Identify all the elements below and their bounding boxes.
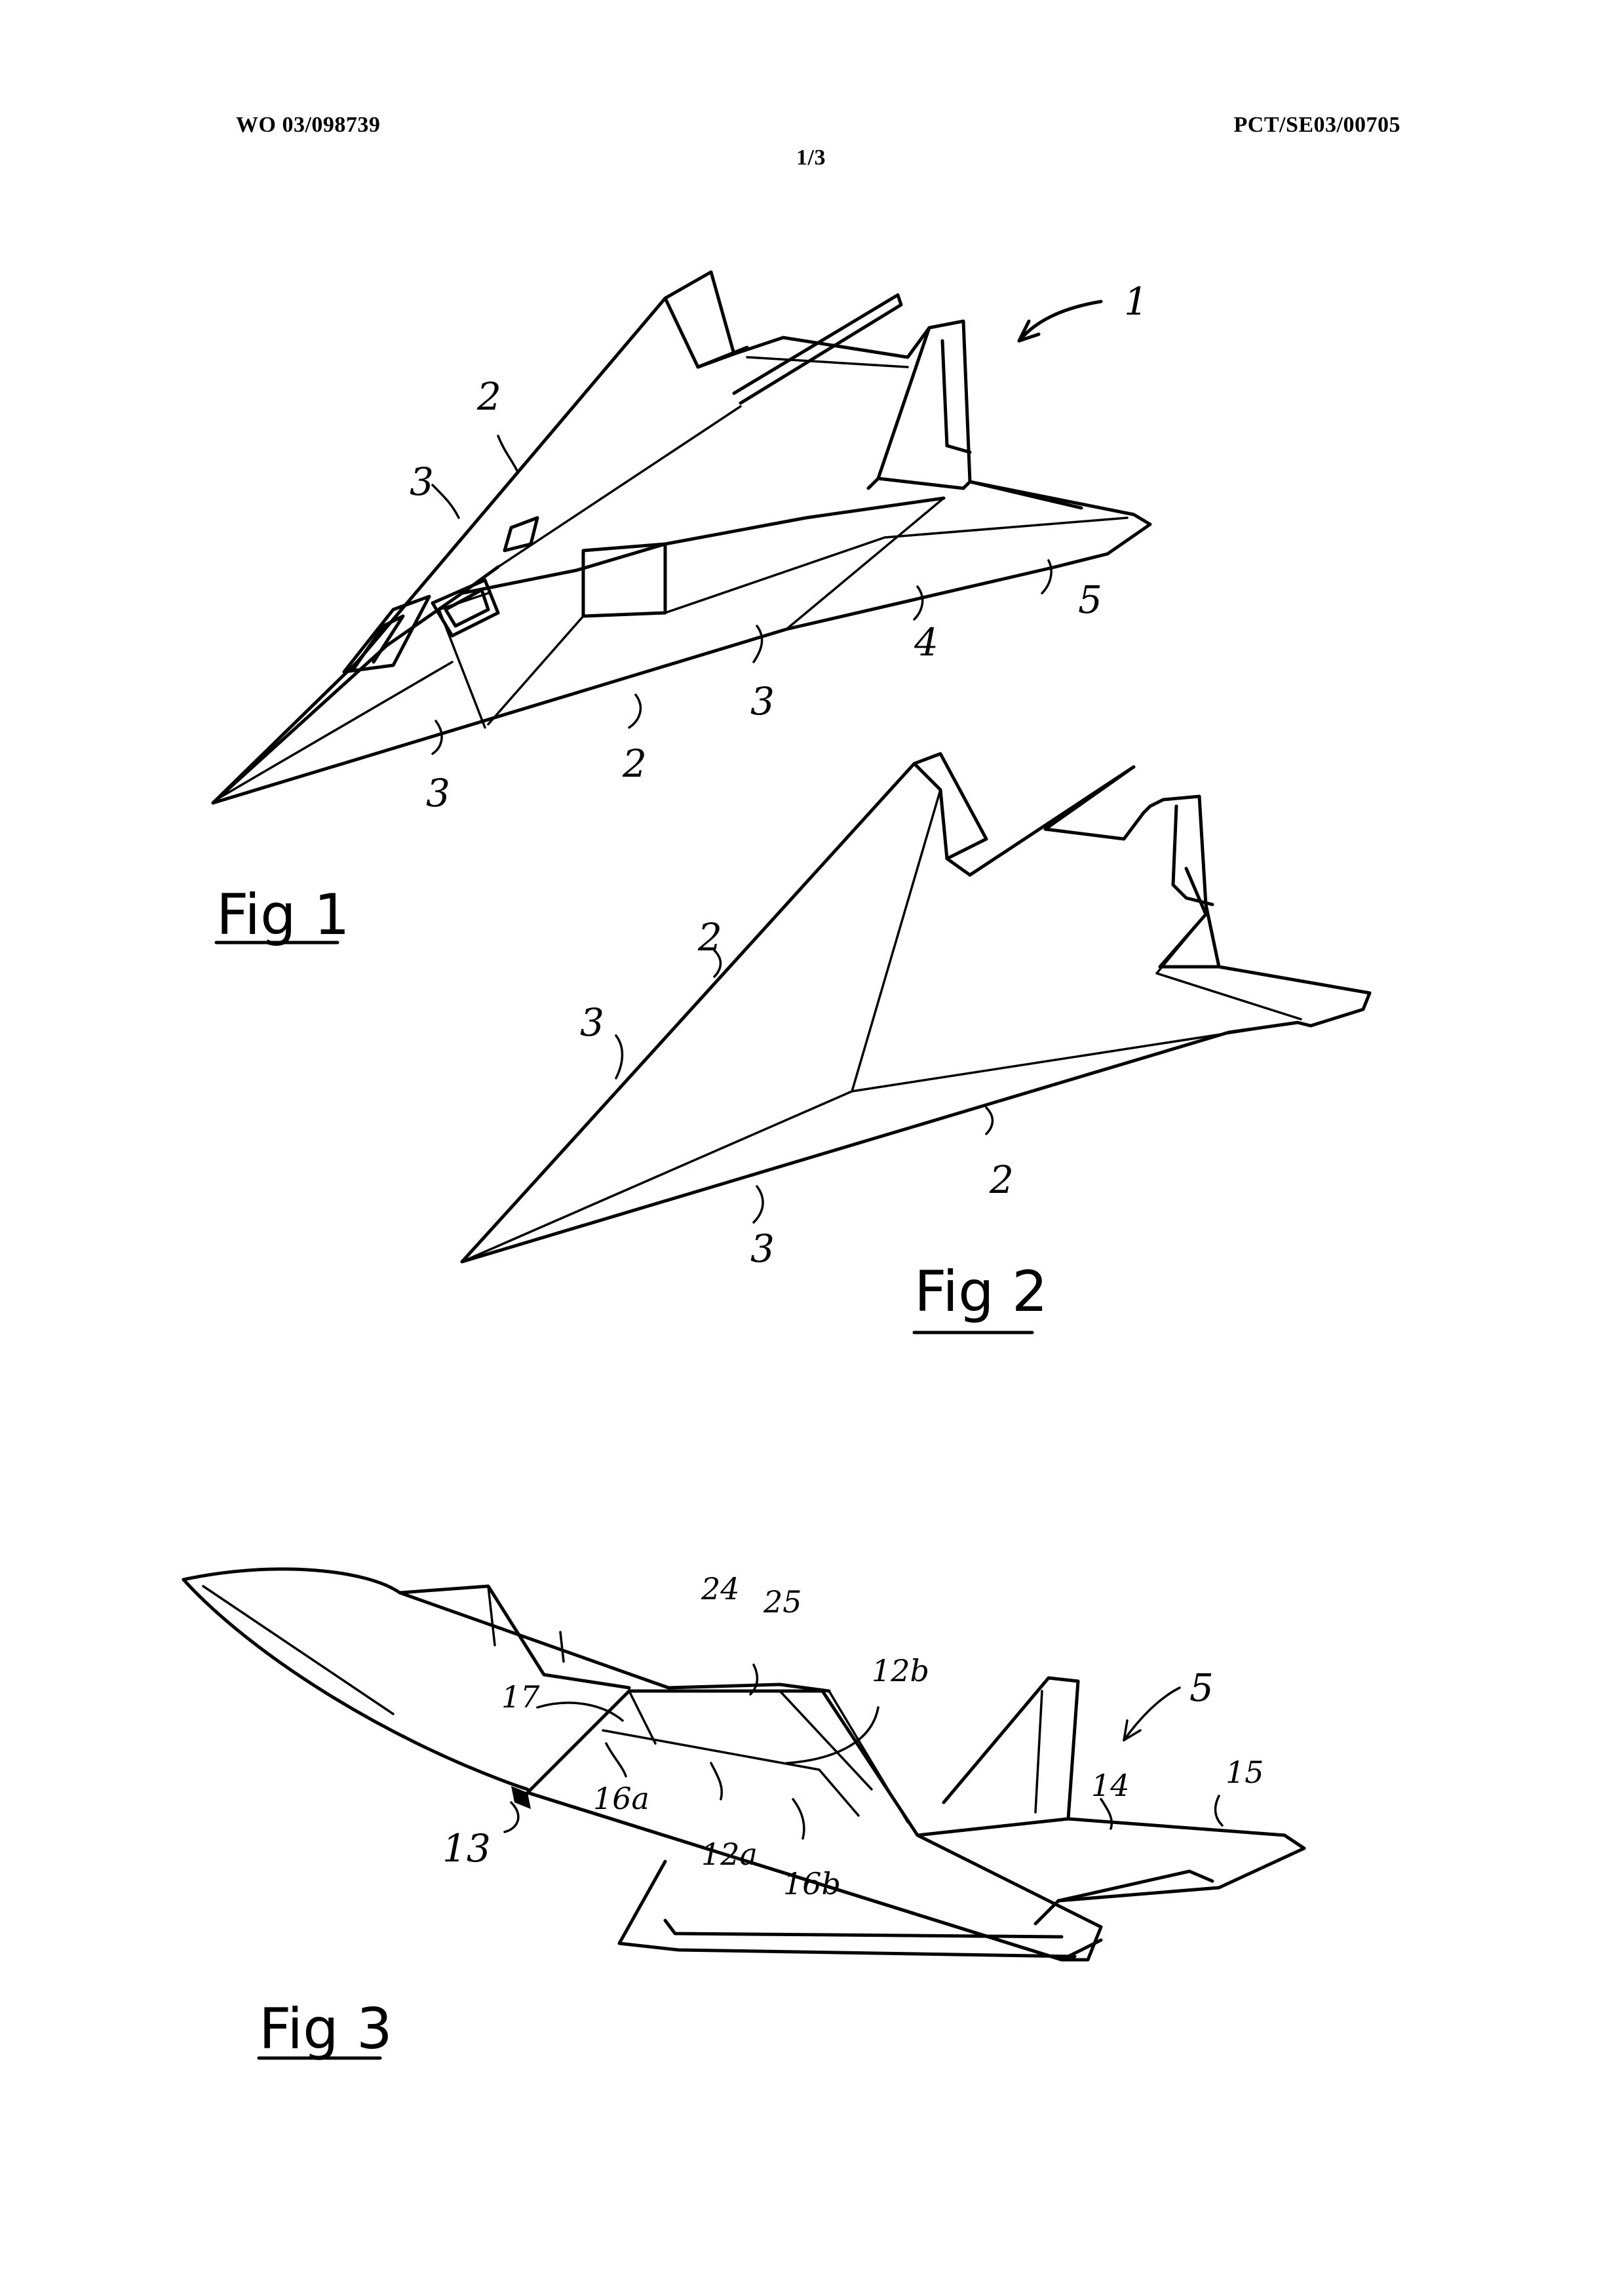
ref-label: 12a (701, 1837, 758, 1872)
ref-label: 1 (1124, 279, 1148, 324)
figure-1-caption: Fig 1 (214, 882, 350, 948)
ref-label: 13 (442, 1826, 491, 1871)
ref-label: 3 (750, 679, 775, 724)
ref-label: 2 (622, 741, 647, 786)
ref-label: 5 (1189, 1665, 1214, 1710)
application-number: PCT/SE03/00705 (1233, 113, 1400, 137)
sheet-number: 1/3 (796, 146, 826, 170)
publication-number: WO 03/098739 (236, 113, 381, 137)
ref-label: 4 (914, 620, 938, 665)
ref-label: 17 (501, 1679, 540, 1715)
figure-3-caption: Fig 3 (257, 1996, 393, 2062)
figure-3-drawing (182, 1567, 1306, 1962)
figure-1-drawing (211, 270, 1152, 805)
ref-label: 3 (426, 771, 450, 815)
ref-label: 25 (763, 1584, 802, 1620)
svg-text:Fig 2: Fig 2 (914, 1259, 1048, 1325)
ref-label: 12b (872, 1653, 929, 1688)
ref-label: 16b (783, 1866, 841, 1901)
ref-label: 24 (701, 1571, 740, 1606)
figure-2-drawing (460, 752, 1372, 1264)
ref-label: 5 (1078, 577, 1102, 622)
svg-text:Fig 1: Fig 1 (216, 882, 350, 948)
ref-label: 3 (580, 1000, 604, 1045)
figure-2-caption: Fig 2 (912, 1259, 1048, 1334)
ref-label: 3 (750, 1226, 775, 1271)
ref-label: 15 (1226, 1755, 1264, 1790)
ref-label: 2 (697, 915, 722, 960)
svg-text:Fig 3: Fig 3 (259, 1996, 393, 2062)
ref-label: 16a (593, 1781, 649, 1816)
ref-label: 3 (410, 459, 434, 504)
ref-label: 2 (989, 1158, 1014, 1202)
ref-label: 2 (476, 374, 501, 419)
ref-label: 14 (1091, 1768, 1130, 1803)
